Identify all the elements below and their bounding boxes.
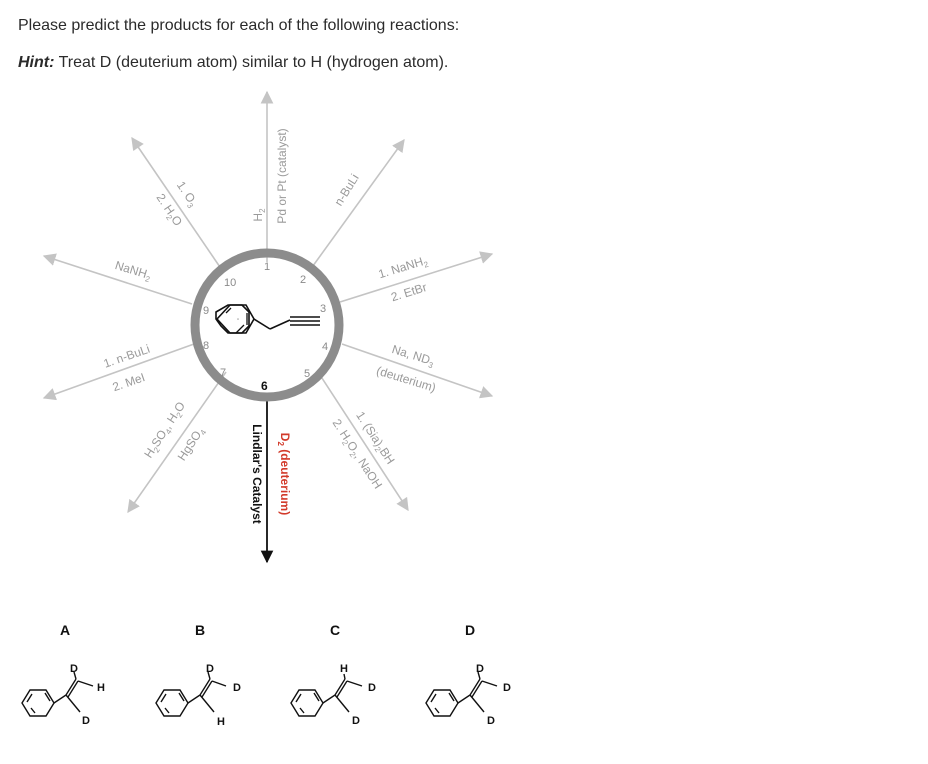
ring-number-4: 4 xyxy=(322,341,328,353)
ring-number-9: 9 xyxy=(203,305,209,317)
option-label-c: C xyxy=(330,622,340,638)
option-structure-b: D D H xyxy=(155,663,241,728)
reagent-3-line1: 1. NaNH2 xyxy=(377,253,430,283)
option-label-d: D xyxy=(465,622,475,638)
hint-body: Treat D (deuterium atom) similar to H (h… xyxy=(54,54,449,71)
svg-text:H: H xyxy=(97,682,105,694)
option-label-a: A xyxy=(60,622,70,638)
option-structure-d: D D D xyxy=(425,663,511,727)
reagent-6-line2: Lindlar's Catalyst xyxy=(250,424,264,524)
arrow-4 xyxy=(341,343,494,399)
arrow-3 xyxy=(339,251,494,303)
svg-text:D: D xyxy=(352,715,360,727)
ring-number-2: 2 xyxy=(300,274,306,286)
option-structure-c: H D D xyxy=(290,663,376,727)
svg-text:D: D xyxy=(82,715,90,727)
arrow-9 xyxy=(42,253,193,305)
r1-sub: 2 xyxy=(258,208,267,213)
svg-text:D: D xyxy=(206,663,214,675)
option-structure-a: D H D xyxy=(21,663,105,727)
hint-label: Hint: xyxy=(18,54,55,71)
reagent-1: H2 xyxy=(251,208,267,222)
option-label-b: B xyxy=(195,622,205,638)
question-text: Please predict the products for each of … xyxy=(18,17,460,34)
reagent-8-line2: 2. MeI xyxy=(111,370,147,394)
ring-number-7: 7 xyxy=(220,367,226,379)
arrow-7 xyxy=(127,371,227,514)
reagent-1-catalyst: Pd or Pt (catalyst) xyxy=(275,128,289,223)
reagent-10-line1: 1. O3 xyxy=(172,179,201,211)
svg-text:H: H xyxy=(217,716,225,728)
reagent-10-line2: 2. H2O xyxy=(152,191,185,230)
phenylacetylene-structure xyxy=(215,304,320,334)
svg-text:D: D xyxy=(368,682,376,694)
r1-h: H xyxy=(251,213,265,222)
reaction-ring xyxy=(190,248,344,402)
reagent-7-line2: HgSO4 xyxy=(175,424,209,464)
svg-text:D: D xyxy=(476,663,484,675)
arrow-5 xyxy=(317,371,409,512)
svg-text:D: D xyxy=(503,682,511,694)
ring-numbers: 1 2 3 4 5 6 7 8 9 10 xyxy=(203,261,328,393)
ring-number-10: 10 xyxy=(224,277,236,289)
arrow-8 xyxy=(42,343,195,401)
svg-text:D: D xyxy=(70,663,78,675)
svg-text:D: D xyxy=(233,682,241,694)
reagent-8-line1: 1. n-BuLi xyxy=(102,342,152,371)
arrow-2 xyxy=(309,138,405,271)
reagent-3-line2: 2. EtBr xyxy=(389,280,428,304)
reagent-4-line1: Na, ND3 xyxy=(390,342,437,370)
svg-text:H: H xyxy=(340,663,348,675)
ring-number-3: 3 xyxy=(320,303,326,315)
ring-number-6: 6 xyxy=(261,379,268,393)
arrow-10 xyxy=(131,136,223,271)
ring-number-1: 1 xyxy=(264,261,270,273)
reagent-6-line1: D2 (deuterium) xyxy=(276,433,292,515)
reagent-2: n-BuLi xyxy=(331,171,361,208)
ring-number-5: 5 xyxy=(304,368,310,380)
ring-number-8: 8 xyxy=(203,340,209,352)
svg-text:D: D xyxy=(487,715,495,727)
svg-text:H2: H2 xyxy=(251,208,267,222)
hint-text: Hint: Treat D (deuterium atom) similar t… xyxy=(18,54,448,72)
